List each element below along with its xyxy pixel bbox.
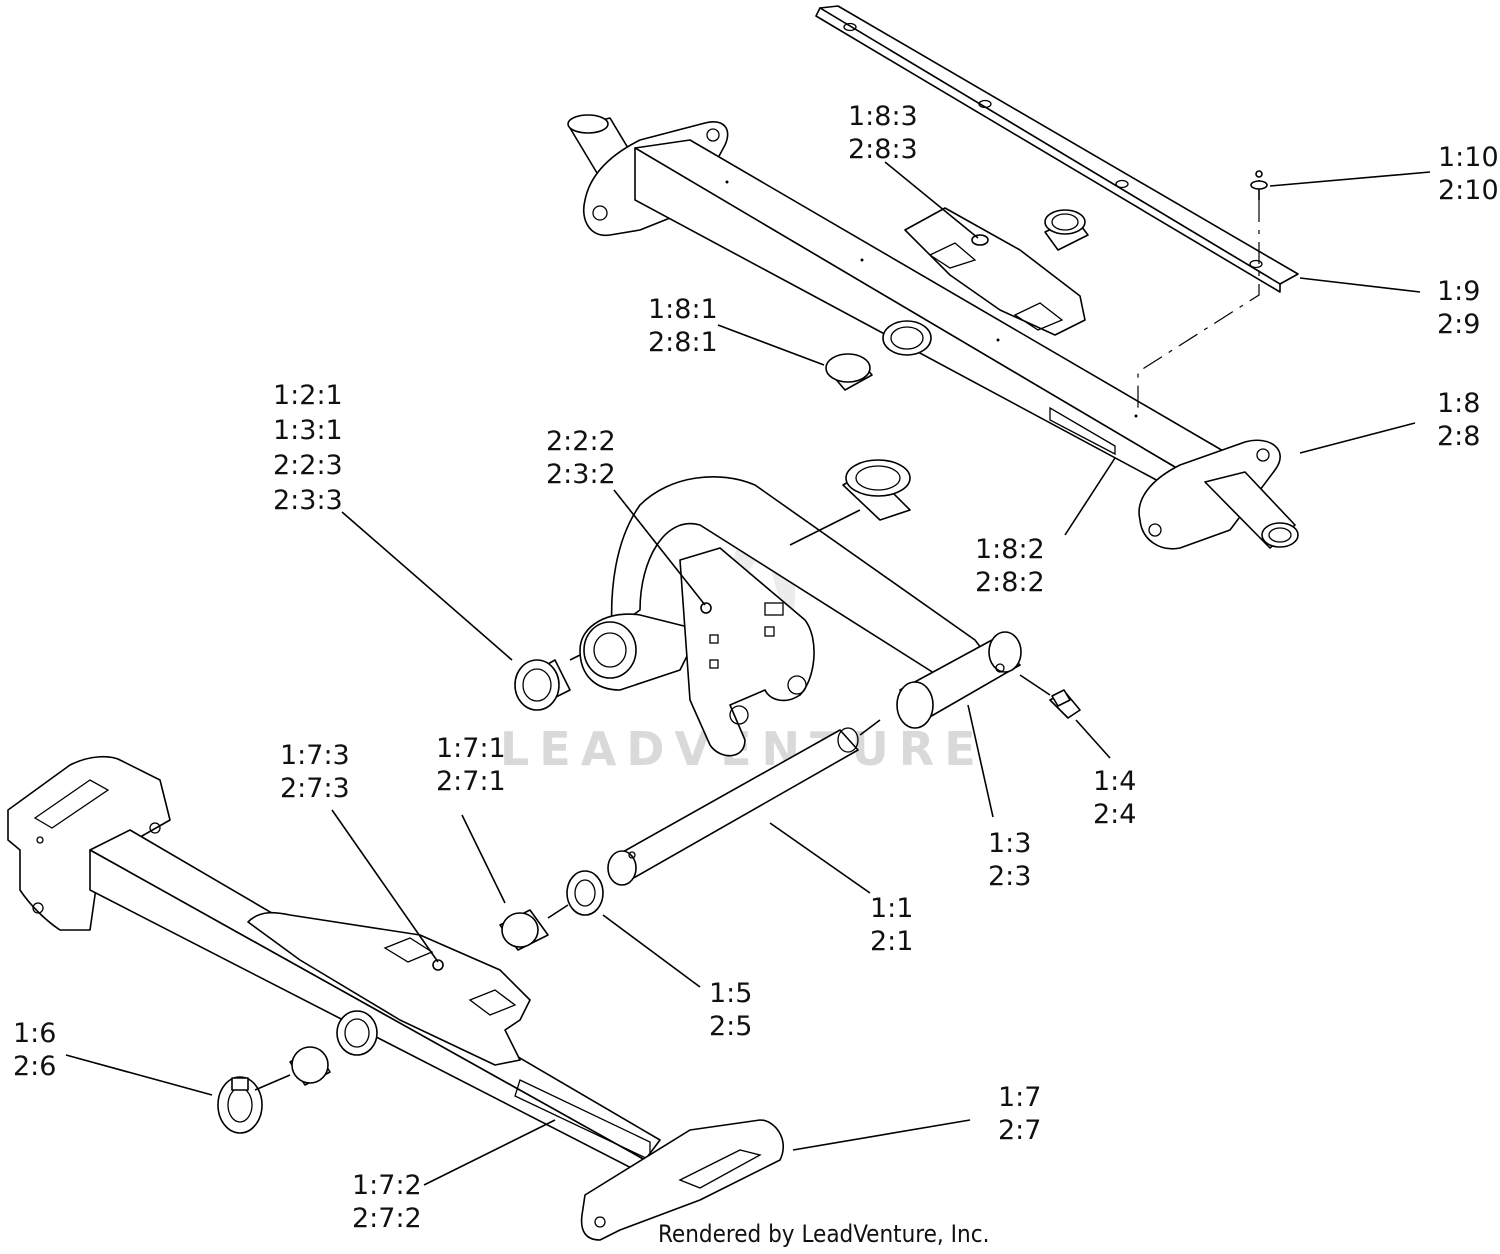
callout-label-1-8: 1:8 2:8 bbox=[1437, 388, 1489, 452]
callout-label-1-7-2: 1:7:2 2:7:2 bbox=[352, 1170, 430, 1234]
lynch-pin-part bbox=[217, 1074, 291, 1134]
callout-label-1-6: 1:6 2:6 bbox=[13, 1018, 65, 1082]
callout-label-1-4: 1:4 2:4 bbox=[1093, 766, 1145, 830]
bushing-pair-part bbox=[825, 320, 932, 391]
callout-label-1-7-3: 1:7:3 2:7:3 bbox=[280, 740, 358, 804]
arm-top-bushing-part bbox=[789, 459, 911, 546]
washer-part bbox=[566, 870, 604, 916]
callout-label-1-3: 1:3 2:3 bbox=[988, 828, 1040, 892]
callout-label-1-8-3: 1:8:3 2:8:3 bbox=[848, 101, 926, 165]
axle-tube-part bbox=[567, 114, 1299, 550]
flat-bar-part bbox=[815, 5, 1299, 293]
bottom-bushing-pair-part bbox=[289, 1010, 378, 1086]
bolt-part bbox=[1049, 689, 1081, 719]
callout-label-1-8-1: 1:8:1 2:8:1 bbox=[648, 294, 726, 358]
callout-label-1-2-1: 1:2:1 1:3:1 2:2:3 2:3:3 bbox=[273, 380, 351, 516]
long-pin-part bbox=[607, 719, 881, 886]
leader-lines bbox=[65, 161, 1431, 1186]
rendered-by-footer: Rendered by LeadVenture, Inc. bbox=[658, 1220, 989, 1248]
callout-label-1-9: 1:9 2:9 bbox=[1437, 276, 1489, 340]
flange-bushing-part bbox=[514, 654, 581, 711]
callout-label-1-7: 1:7 2:7 bbox=[998, 1082, 1050, 1146]
callout-label-1-8-2: 1:8:2 2:8:2 bbox=[975, 534, 1053, 598]
callout-label-1-10: 1:10 2:10 bbox=[1438, 142, 1500, 206]
small-bushing-part bbox=[499, 904, 569, 951]
bottom-frame-part bbox=[7, 755, 785, 1241]
bushing-top-right-part bbox=[1044, 209, 1089, 251]
clevis-pin-part bbox=[1250, 170, 1268, 200]
callout-label-1-1: 1:1 2:1 bbox=[870, 893, 922, 957]
pivot-tube-part bbox=[896, 631, 1051, 729]
callout-label-2-2-2: 2:2:2 2:3:2 bbox=[546, 426, 624, 490]
callout-label-1-7-1: 1:7:1 2:7:1 bbox=[436, 733, 514, 797]
swing-arm-part bbox=[579, 476, 991, 757]
callout-label-1-5: 1:5 2:5 bbox=[709, 978, 761, 1042]
